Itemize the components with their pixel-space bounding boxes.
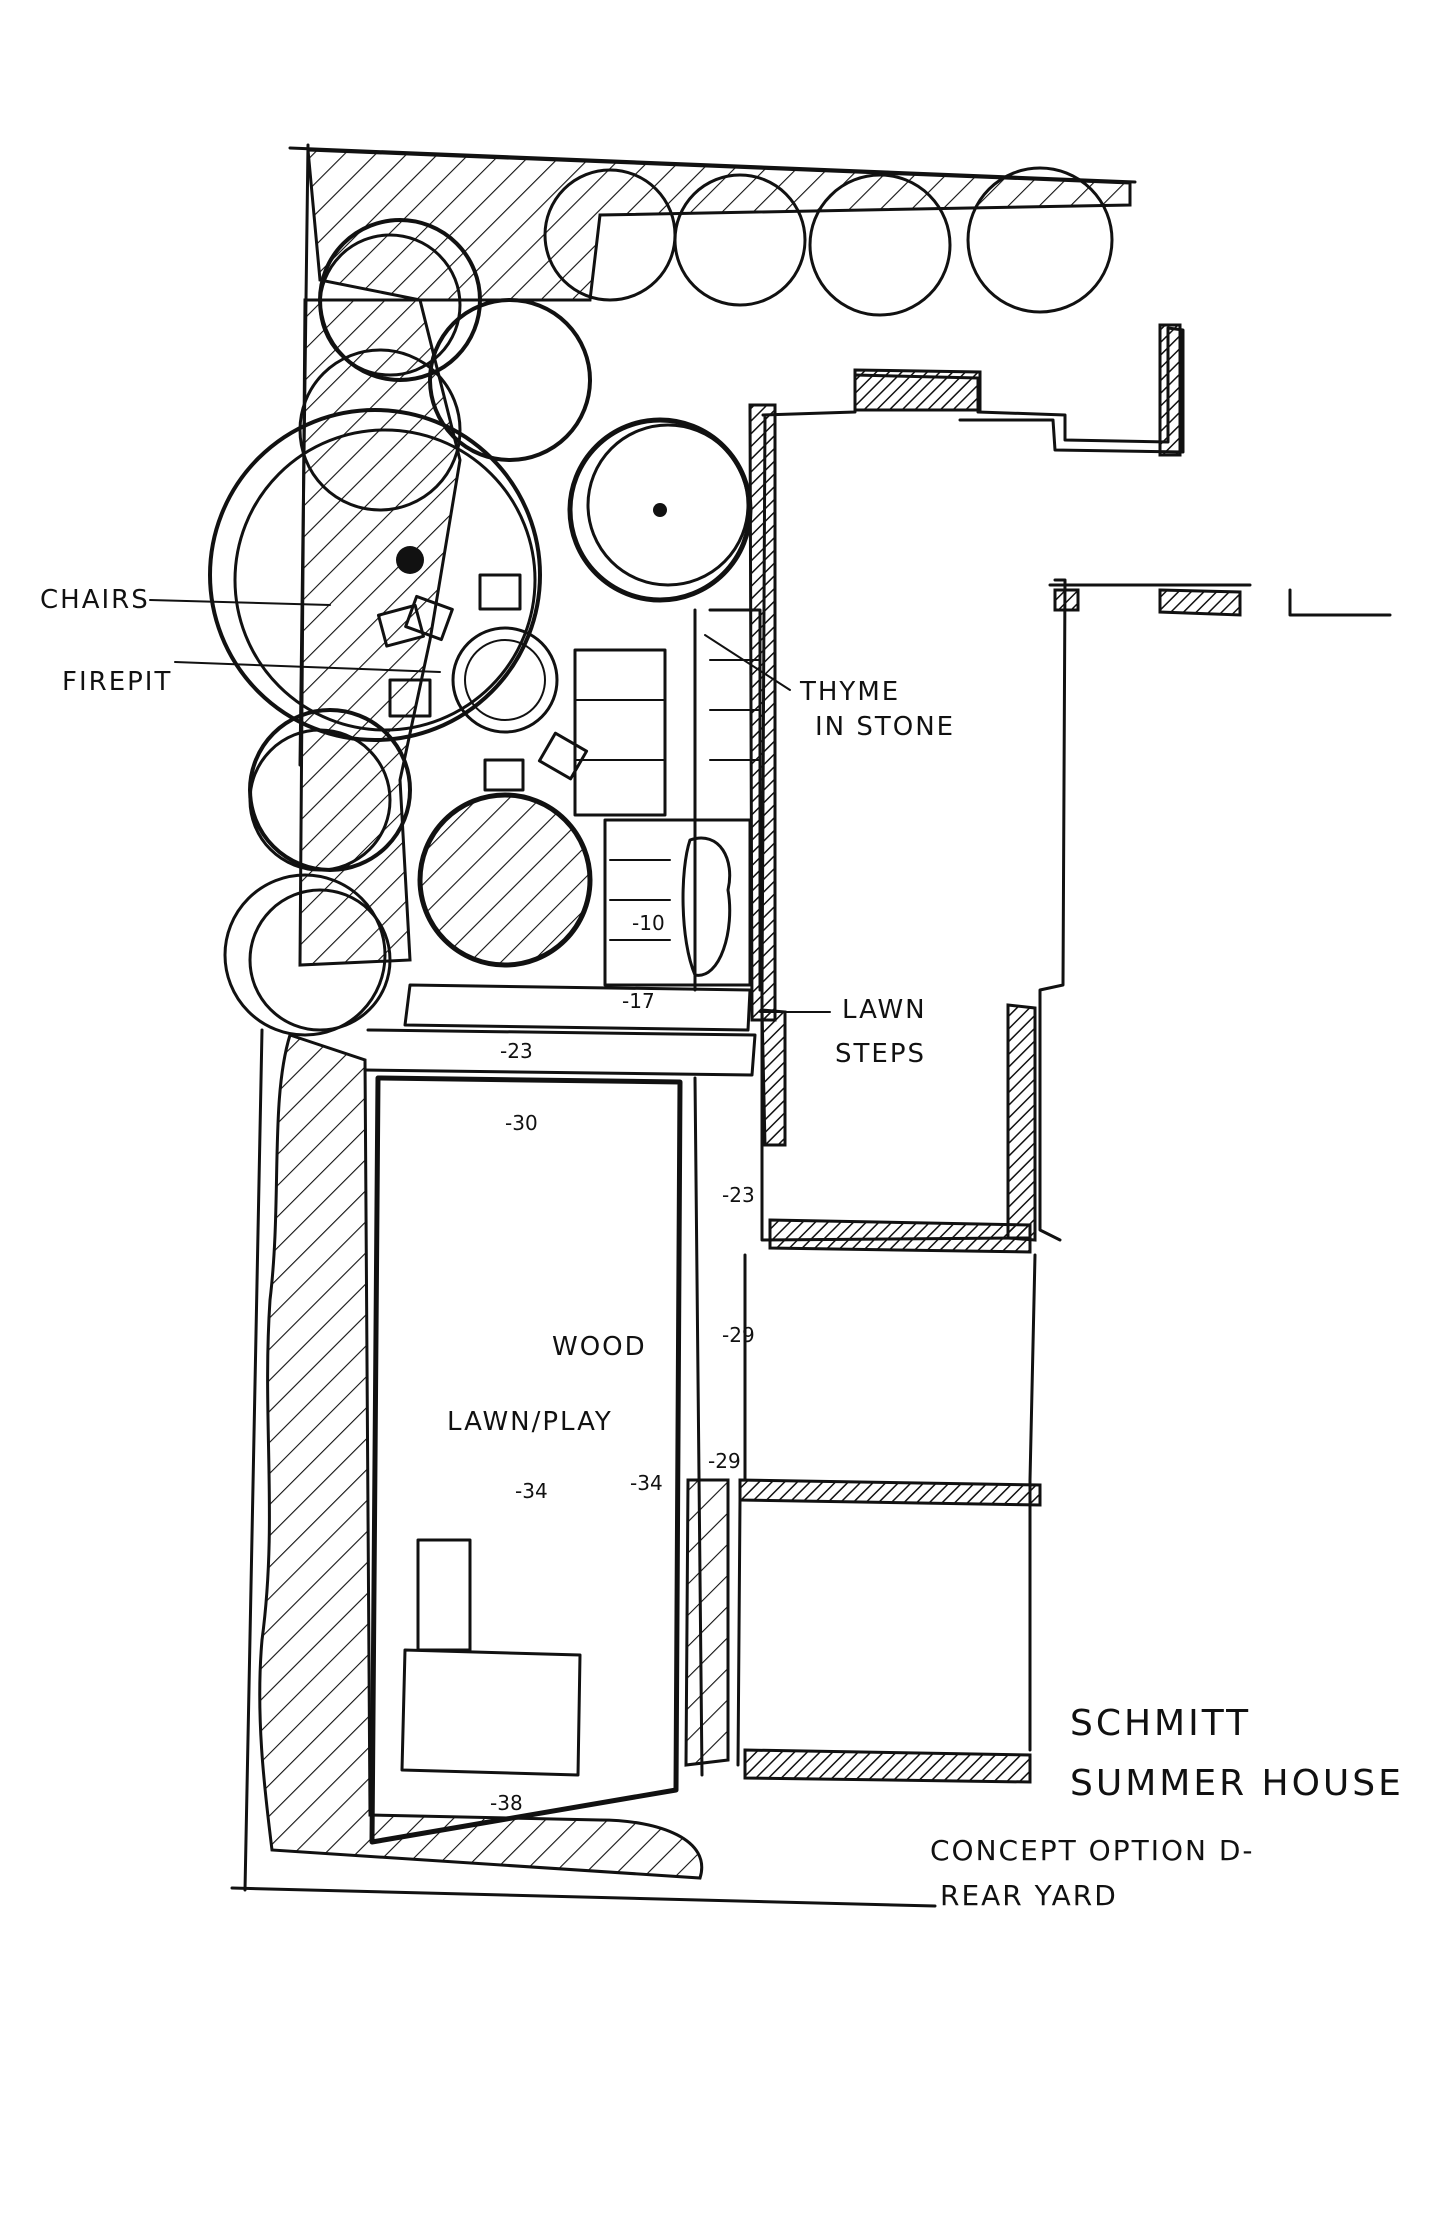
tree-canopy [808,173,952,317]
tree-canopy-large [208,408,542,742]
house-wall [768,1218,1032,1254]
tree-canopy [248,888,392,1032]
chair [478,573,522,611]
lawn-steps-label-line1: LAWN [842,995,927,1025]
wood-deck [400,1648,582,1777]
title-line-2: SUMMER HOUSE [1070,1763,1404,1804]
elevation-label: -34 [630,1471,663,1495]
tree-canopy [966,166,1114,314]
tree-canopy [586,423,750,587]
tree-canopy [318,233,462,377]
planting-bed-left-upper [298,298,462,967]
shrub [681,836,732,977]
thyme-label-line1: THYME [799,677,900,707]
chair [537,731,589,781]
elevation-label: -30 [505,1111,538,1135]
tree-canopy [428,298,592,462]
chair [388,678,432,718]
elevation-label: -23 [722,1183,755,1207]
lawn-steps [363,983,757,1077]
tree-canopy [248,728,392,872]
elevation-label: -10 [632,911,665,935]
wood-label: WOOD [552,1332,647,1362]
house-wall [760,1008,787,1147]
lawn-play-label: LAWN/PLAY [447,1407,613,1437]
chair [483,758,525,792]
play-structure [416,1538,472,1652]
stone-steps [603,818,752,987]
elevation-label: -17 [622,989,655,1013]
thyme-label-line2: IN STONE [815,712,955,742]
chair [404,594,454,642]
lawn-border [369,1075,683,1845]
house-wall [1158,323,1182,457]
firepit [451,626,559,734]
lawn-steps-label-line2: STEPS [835,1039,926,1069]
house-wall [853,368,982,412]
leader-lines [149,599,831,1013]
planting-beds-hatched [258,148,1132,1880]
house-wall [1158,588,1242,617]
firepit-patio [376,573,589,792]
firepit-label: FIREPIT [62,667,172,697]
planting-bed-top [306,148,1132,302]
elevation-label: -34 [515,1479,548,1503]
lawn-play-area [369,1075,704,1845]
planting-bed-house-strip [684,1478,730,1767]
house [736,323,1392,1784]
elevation-label: -23 [500,1039,533,1063]
house-wall [1053,588,1080,612]
paver-path [573,608,762,992]
elevation-label: -38 [490,1791,523,1815]
subtitle-line-2: REAR YARD [940,1879,1118,1912]
chairs-label: CHAIRS [40,585,150,615]
house-wall [1006,1003,1037,1242]
tree-canopy [223,873,387,1037]
elevation-label: -29 [708,1449,741,1473]
subtitle-line-1: CONCEPT OPTION D- [930,1834,1255,1867]
planting-bed-left-lower [258,1033,704,1880]
house-wall [748,403,777,1022]
tree-canopy [417,792,593,968]
house-wall [743,1748,1032,1784]
chair [376,603,425,648]
title-line-1: SCHMITT [1070,1703,1251,1744]
trees [208,166,1114,1037]
elevation-label: -29 [722,1323,755,1347]
tree-canopy [673,173,807,307]
house-wall [738,1478,1042,1507]
